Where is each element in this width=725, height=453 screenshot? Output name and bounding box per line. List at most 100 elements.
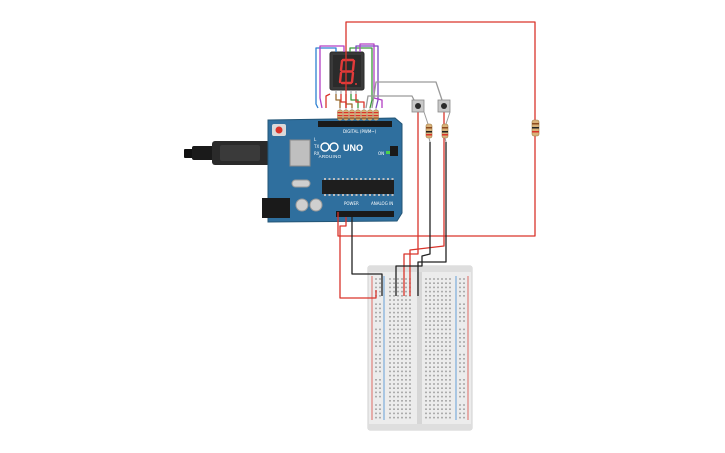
seven-segment-display[interactable] (329, 51, 365, 94)
breadboard-hole (401, 370, 403, 373)
rail-hole (463, 290, 465, 293)
breadboard-hole (425, 311, 427, 314)
rail-hole (459, 332, 461, 335)
breadboard-hole (409, 400, 411, 402)
rail-hole (379, 341, 381, 343)
l-label: L (314, 137, 317, 142)
breadboard-hole (429, 400, 431, 402)
wire-seg-purple-top[interactable] (355, 45, 379, 109)
breadboard-hole (449, 299, 451, 301)
breadboard-hole (405, 295, 407, 297)
reset-button-cap[interactable] (275, 126, 283, 134)
push-button-1[interactable] (411, 99, 425, 113)
wire-seg-blue[interactable] (315, 47, 337, 109)
breadboard-hole (425, 290, 427, 293)
breadboard-hole (397, 341, 399, 343)
wire-red-power-bb[interactable] (339, 217, 377, 299)
chip-pin (351, 194, 353, 196)
breadboard-hole (409, 337, 411, 339)
rail-hole (375, 353, 377, 356)
breadboard-hole (409, 324, 411, 326)
wire-red-top-loop[interactable] (345, 21, 536, 120)
breadboard-hole (409, 362, 411, 364)
usb-cable[interactable] (184, 141, 272, 165)
breadboard-hole (401, 324, 403, 326)
crystal (291, 179, 311, 188)
breadboard-hole (425, 400, 427, 402)
breadboard-hole (449, 282, 451, 284)
breadboard-hole (389, 353, 391, 356)
wire-seg-red-3[interactable] (325, 93, 331, 108)
breadboard-hole (437, 320, 439, 322)
wire-gray-button-2[interactable] (371, 81, 443, 109)
breadboard-hole (449, 412, 451, 415)
wire-red-right-return[interactable] (337, 136, 536, 237)
breadboard-hole (445, 362, 447, 364)
breadboard-hole (437, 278, 439, 280)
resistor-button-2[interactable] (441, 111, 451, 143)
rail-hole (459, 345, 461, 347)
rail-hole (375, 332, 377, 335)
breadboard-hole (425, 370, 427, 373)
wire-seg-green[interactable] (350, 94, 359, 108)
breadboard-hole (437, 374, 439, 377)
rail-hole (375, 383, 377, 385)
breadboard-hole (401, 387, 403, 389)
breadboard-hole (437, 383, 439, 385)
breadboard-hole (397, 278, 399, 280)
digital-header (318, 121, 392, 127)
arduino-uno-board[interactable]: ARDUINO UNO DIGITAL (PWM~) ON L TX RX PO… (184, 117, 403, 223)
rail-hole (379, 278, 381, 280)
wire-seg-green-top[interactable] (349, 47, 373, 109)
rail-hole (379, 416, 381, 419)
breadboard-hole (393, 349, 395, 352)
rail-hole (463, 383, 465, 385)
resistor-button-1[interactable] (423, 111, 433, 143)
wire-black-res-2[interactable] (417, 142, 447, 296)
rail-hole (459, 358, 461, 360)
breadboard-hole (409, 332, 411, 335)
rail-hole (379, 404, 381, 406)
breadboard-hole (401, 320, 403, 322)
breadboard[interactable] (367, 265, 473, 431)
breadboard-hole (409, 383, 411, 385)
breadboard-hole (433, 320, 435, 322)
resistor-right[interactable] (531, 119, 540, 137)
push-button-2[interactable] (437, 99, 451, 113)
rail-hole (459, 307, 461, 310)
breadboard-hole (397, 349, 399, 352)
breadboard-hole (393, 391, 395, 394)
breadboard-hole (409, 316, 411, 318)
wire-red-button-1[interactable] (403, 112, 419, 296)
breadboard-hole (405, 416, 407, 419)
breadboard-hole (389, 282, 391, 284)
breadboard-hole (449, 290, 451, 293)
breadboard-hole (401, 391, 403, 394)
breadboard-hole (405, 278, 407, 280)
breadboard-hole (405, 299, 407, 301)
breadboard-hole (433, 316, 435, 318)
breadboard-hole (429, 383, 431, 385)
breadboard-hole (405, 332, 407, 335)
breadboard-hole (429, 324, 431, 326)
wires[interactable] (315, 21, 536, 299)
wire-seg-red-1[interactable] (340, 94, 347, 108)
wire-red-button-2[interactable] (409, 112, 445, 296)
breadboard-hole (425, 379, 427, 381)
wire-seg-magenta-2[interactable] (359, 43, 383, 108)
rail-hole (463, 303, 465, 305)
wire-black-gnd[interactable] (351, 217, 383, 296)
breadboard-hole (429, 366, 431, 368)
breadboard-hole (433, 353, 435, 356)
wire-seg-brown[interactable] (335, 94, 341, 108)
breadboard-hole (437, 379, 439, 381)
wire-seg-red-2[interactable] (355, 94, 365, 108)
chip-pin (369, 178, 371, 180)
wire-seg-magenta[interactable] (319, 45, 345, 109)
rail-hole (459, 362, 461, 364)
segment-resistors[interactable] (337, 108, 379, 121)
wire-black-res-1[interactable] (395, 142, 431, 296)
resistor-band (373, 117, 379, 119)
breadboard-hole (437, 316, 439, 318)
breadboard-hole (409, 328, 411, 331)
